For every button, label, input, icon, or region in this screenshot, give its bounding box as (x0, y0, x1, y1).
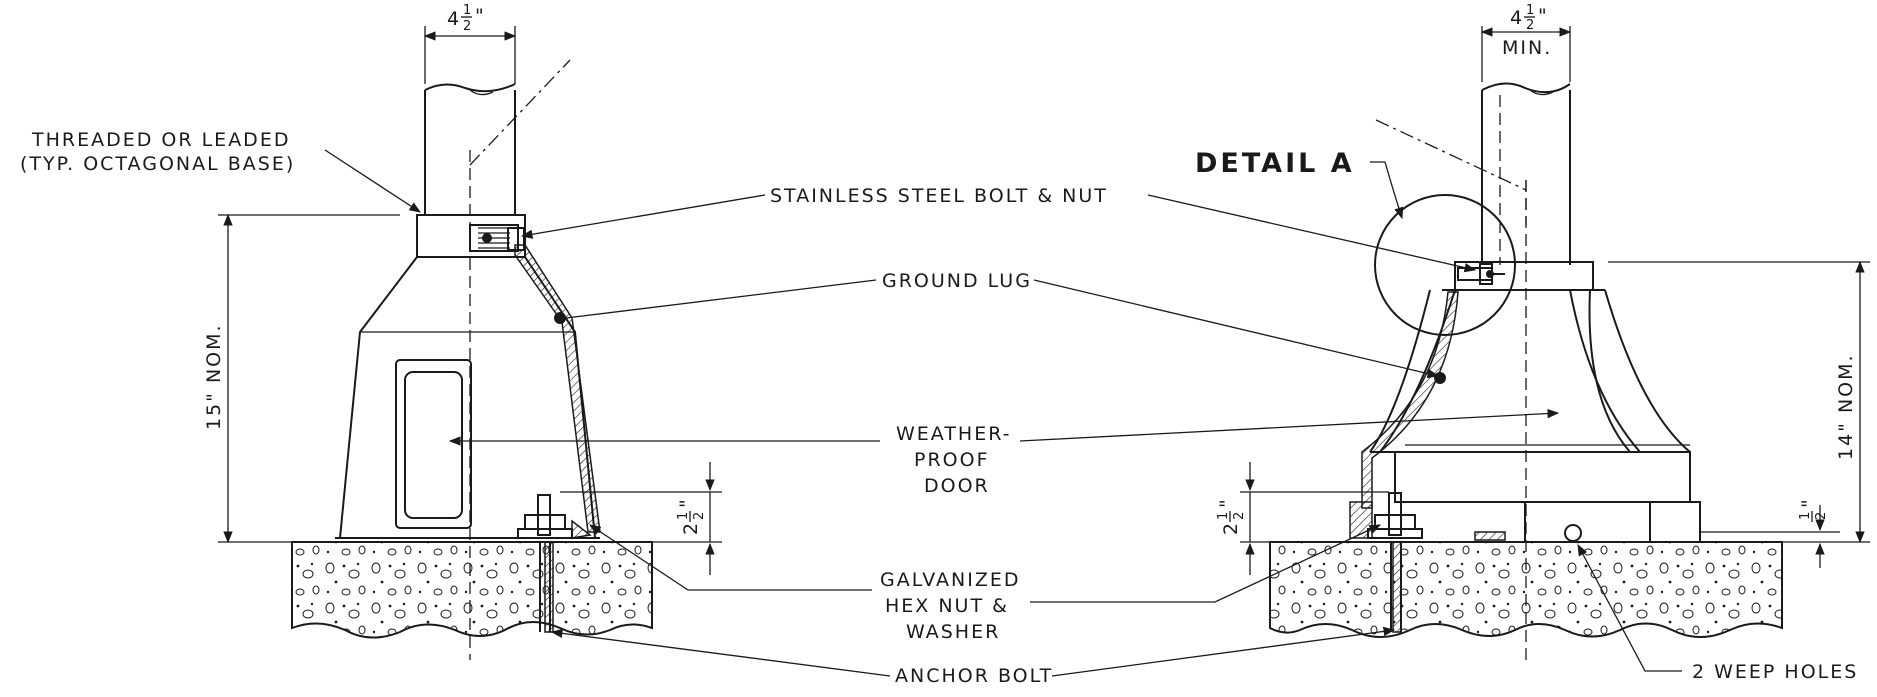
dim-right-bolt-projection: 2 1 2 " (1216, 462, 1389, 575)
left-concrete-foundation (291, 541, 653, 639)
dim-left-bolt-whole: 2 (680, 523, 702, 535)
dim-left-bolt-num: 1 (676, 512, 691, 520)
label-ground-lug-text: GROUND LUG (882, 270, 1032, 292)
label-anchor-bolt: ANCHOR BOLT (550, 626, 1396, 687)
label-threaded-line2: (TYP. OCTAGONAL BASE) (20, 153, 295, 175)
detail-a-circle (1374, 194, 1516, 336)
dim-weep-inch: " (1798, 499, 1820, 508)
left-pole-shaft (424, 83, 516, 215)
dim-left-top-num: 1 (463, 3, 471, 18)
dim-left-bolt-projection: 2 1 2 " (560, 462, 722, 575)
dim-right-top-inch: " (1538, 5, 1547, 27)
dim-right-bolt-whole: 2 (1220, 523, 1242, 535)
label-stainless-bolt-text: STAINLESS STEEL BOLT & NUT (770, 185, 1108, 207)
label-galv-line1: GALVANIZED (880, 569, 1020, 591)
dim-right-top-num: 1 (1526, 3, 1534, 18)
right-ground-lug (1434, 372, 1446, 384)
dim-left-top-den: 2 (463, 19, 471, 34)
dim-left-pole-width: 4 1 2 " (423, 3, 517, 84)
label-weather-line1: WEATHER- (896, 423, 1012, 445)
label-weatherproof-door: WEATHER- PROOF DOOR (448, 408, 1560, 497)
label-anchor-bolt-text: ANCHOR BOLT (895, 665, 1053, 687)
label-ground-lug: GROUND LUG (565, 270, 1440, 379)
dim-weep-den: 2 (1814, 512, 1829, 520)
label-weather-line3: DOOR (924, 475, 990, 497)
label-detail-a-text: DETAIL A (1195, 148, 1355, 179)
dim-right-height: 14" NOM. (1608, 260, 1870, 544)
label-detail-a: DETAIL A (1195, 148, 1404, 220)
left-base-assembly (291, 59, 653, 660)
right-stainless-bolt (1457, 263, 1505, 285)
label-threaded-or-leaded: THREADED OR LEADED (TYP. OCTAGONAL BASE) (20, 129, 421, 213)
right-pole-shaft (1481, 82, 1571, 265)
left-stainless-bolt (469, 224, 525, 252)
dim-right-height-label: 14" NOM. (1835, 353, 1857, 460)
dim-left-height-label: 15" NOM. (203, 323, 225, 430)
dim-right-bolt-inch: " (1216, 499, 1238, 508)
left-ground-lug (554, 312, 566, 324)
label-stainless-steel-bolt: STAINLESS STEEL BOLT & NUT (520, 185, 1477, 273)
dim-right-pole-width: 4 1 2 " MIN. (1480, 3, 1572, 82)
dim-left-top-whole: 4 (447, 8, 459, 30)
dim-left-top-inch: " (475, 5, 484, 27)
label-galv-line2: HEX NUT & (885, 595, 1009, 617)
dim-right-top-den: 2 (1526, 18, 1534, 33)
label-galv-line3: WASHER (906, 621, 1000, 643)
dim-weep-num: 1 (1798, 512, 1813, 520)
dim-right-bolt-num: 1 (1216, 512, 1231, 520)
label-weep-holes: 2 WEEP HOLES (1577, 543, 1858, 683)
dim-left-bolt-inch: " (676, 499, 698, 508)
right-base-assembly (1269, 82, 1783, 660)
dim-left-height: 15" NOM. (203, 213, 400, 544)
dim-right-top-whole: 4 (1510, 7, 1522, 29)
dim-weep-hole: 1 2 " (1700, 499, 1840, 568)
dim-right-bolt-den: 2 (1232, 512, 1247, 520)
label-weep-holes-text: 2 WEEP HOLES (1692, 661, 1858, 683)
dim-left-bolt-den: 2 (692, 512, 707, 520)
left-anchor-bolt (517, 494, 592, 633)
label-threaded-line1: THREADED OR LEADED (31, 129, 290, 151)
right-anchor-bolt (1367, 492, 1506, 633)
dim-right-top-min: MIN. (1502, 37, 1552, 59)
label-galvanized-hex-nut: GALVANIZED HEX NUT & WASHER (589, 524, 1382, 643)
left-weatherproof-door (395, 359, 472, 529)
label-weather-line2: PROOF (914, 449, 990, 471)
right-weep-hole (1564, 524, 1582, 542)
